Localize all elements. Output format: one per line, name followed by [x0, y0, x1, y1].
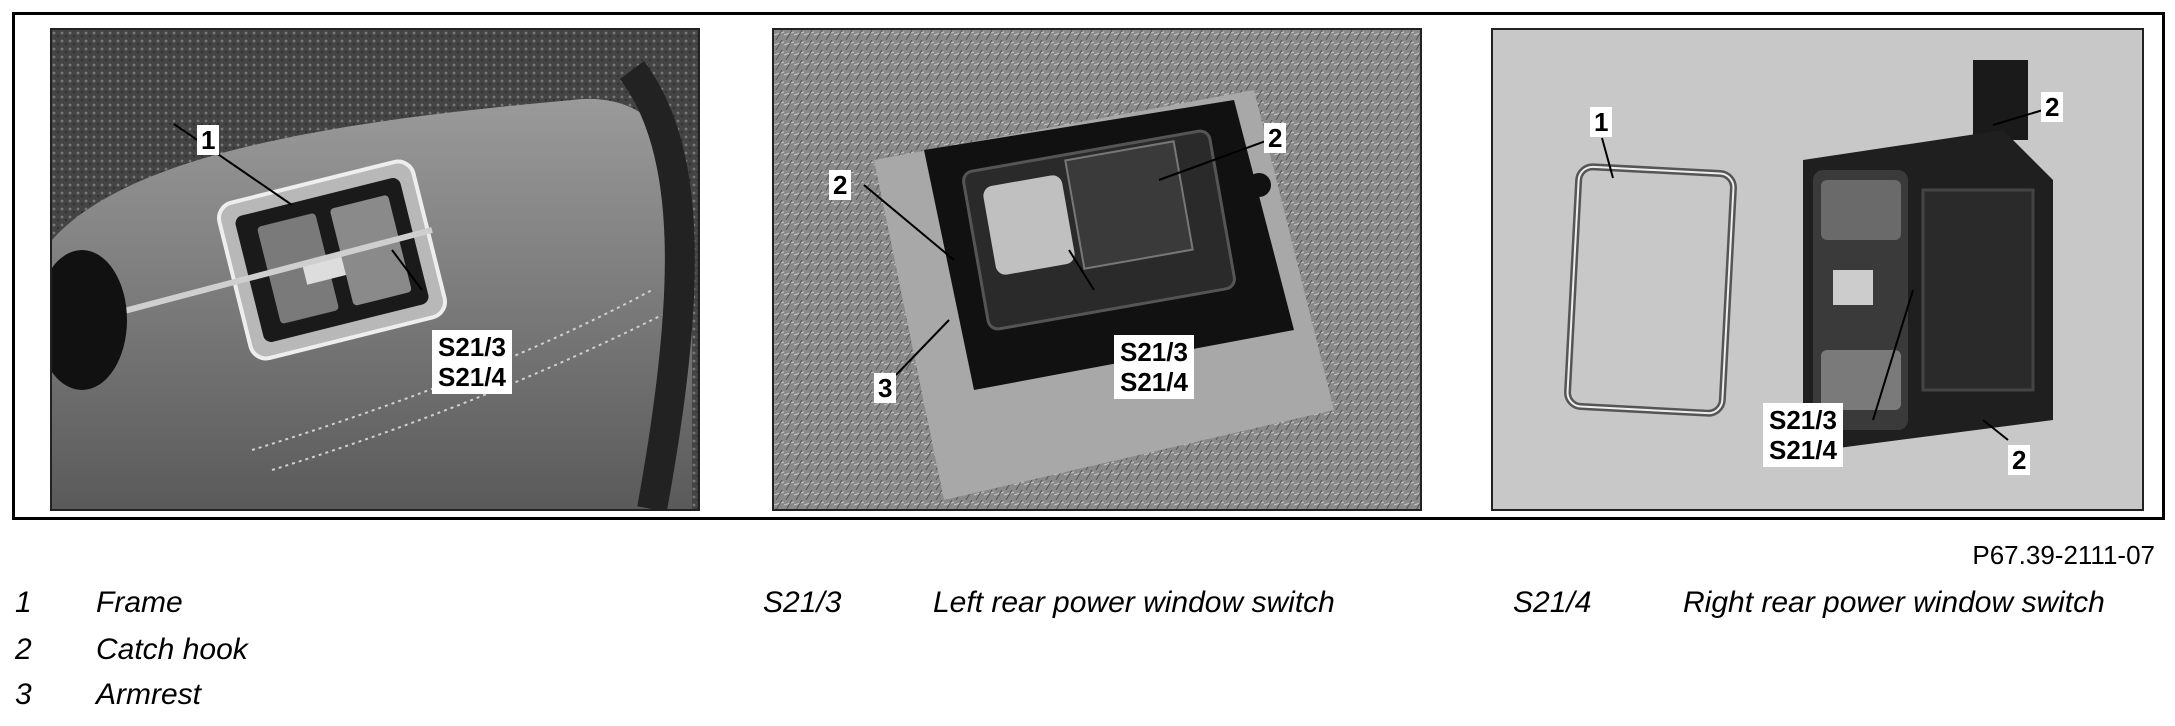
callout-s21-3: S21/3	[1120, 337, 1188, 367]
callout-s21-4: S21/4	[1769, 435, 1837, 465]
legend-key-s21-3: S21/3	[763, 586, 842, 619]
photo-armrest-removal: 1 S21/3 S21/4	[50, 28, 700, 511]
callout-s21-4: S21/4	[438, 362, 506, 392]
legend-text-frame: Frame	[96, 586, 183, 619]
legend-key-3: 3	[15, 678, 32, 711]
legend-key-s21-4: S21/4	[1513, 586, 1592, 619]
callout-s21-3: S21/3	[438, 332, 506, 362]
callout-1: 1	[197, 125, 220, 155]
legend-text-left-rear-switch: Left rear power window switch	[933, 586, 1335, 619]
figure-reference: P67.39-2111-07	[1972, 540, 2155, 570]
callout-2-right: 2	[1264, 123, 1287, 153]
legend-text-catch-hook: Catch hook	[96, 633, 248, 666]
callout-s21-3: S21/3	[1769, 405, 1837, 435]
photo-opening-illustration	[774, 30, 1420, 509]
callout-switch-labels: S21/3 S21/4	[432, 330, 512, 394]
photo-armrest-illustration	[52, 30, 698, 509]
callout-switch-labels: S21/3 S21/4	[1114, 335, 1194, 399]
callout-1: 1	[1590, 107, 1613, 137]
photo-removed-parts: 1 2 S21/3 S21/4 2	[1491, 28, 2144, 511]
callout-switch-labels: S21/3 S21/4	[1763, 403, 1843, 467]
callout-2-left: 2	[829, 170, 852, 200]
callout-2-bottom: 2	[2008, 445, 2031, 475]
callout-3: 3	[874, 373, 897, 403]
legend-text-right-rear-switch: Right rear power window switch	[1683, 586, 2105, 619]
photo-switch-opening: 2 2 3 S21/3 S21/4	[772, 28, 1422, 511]
legend-key-1: 1	[15, 586, 32, 619]
legend-key-2: 2	[15, 633, 32, 666]
legend-text-armrest: Armrest	[96, 678, 201, 711]
figure-frame: 1 S21/3 S21/4	[12, 12, 2165, 520]
callout-s21-4: S21/4	[1120, 367, 1188, 397]
callout-2-top: 2	[2041, 92, 2064, 122]
